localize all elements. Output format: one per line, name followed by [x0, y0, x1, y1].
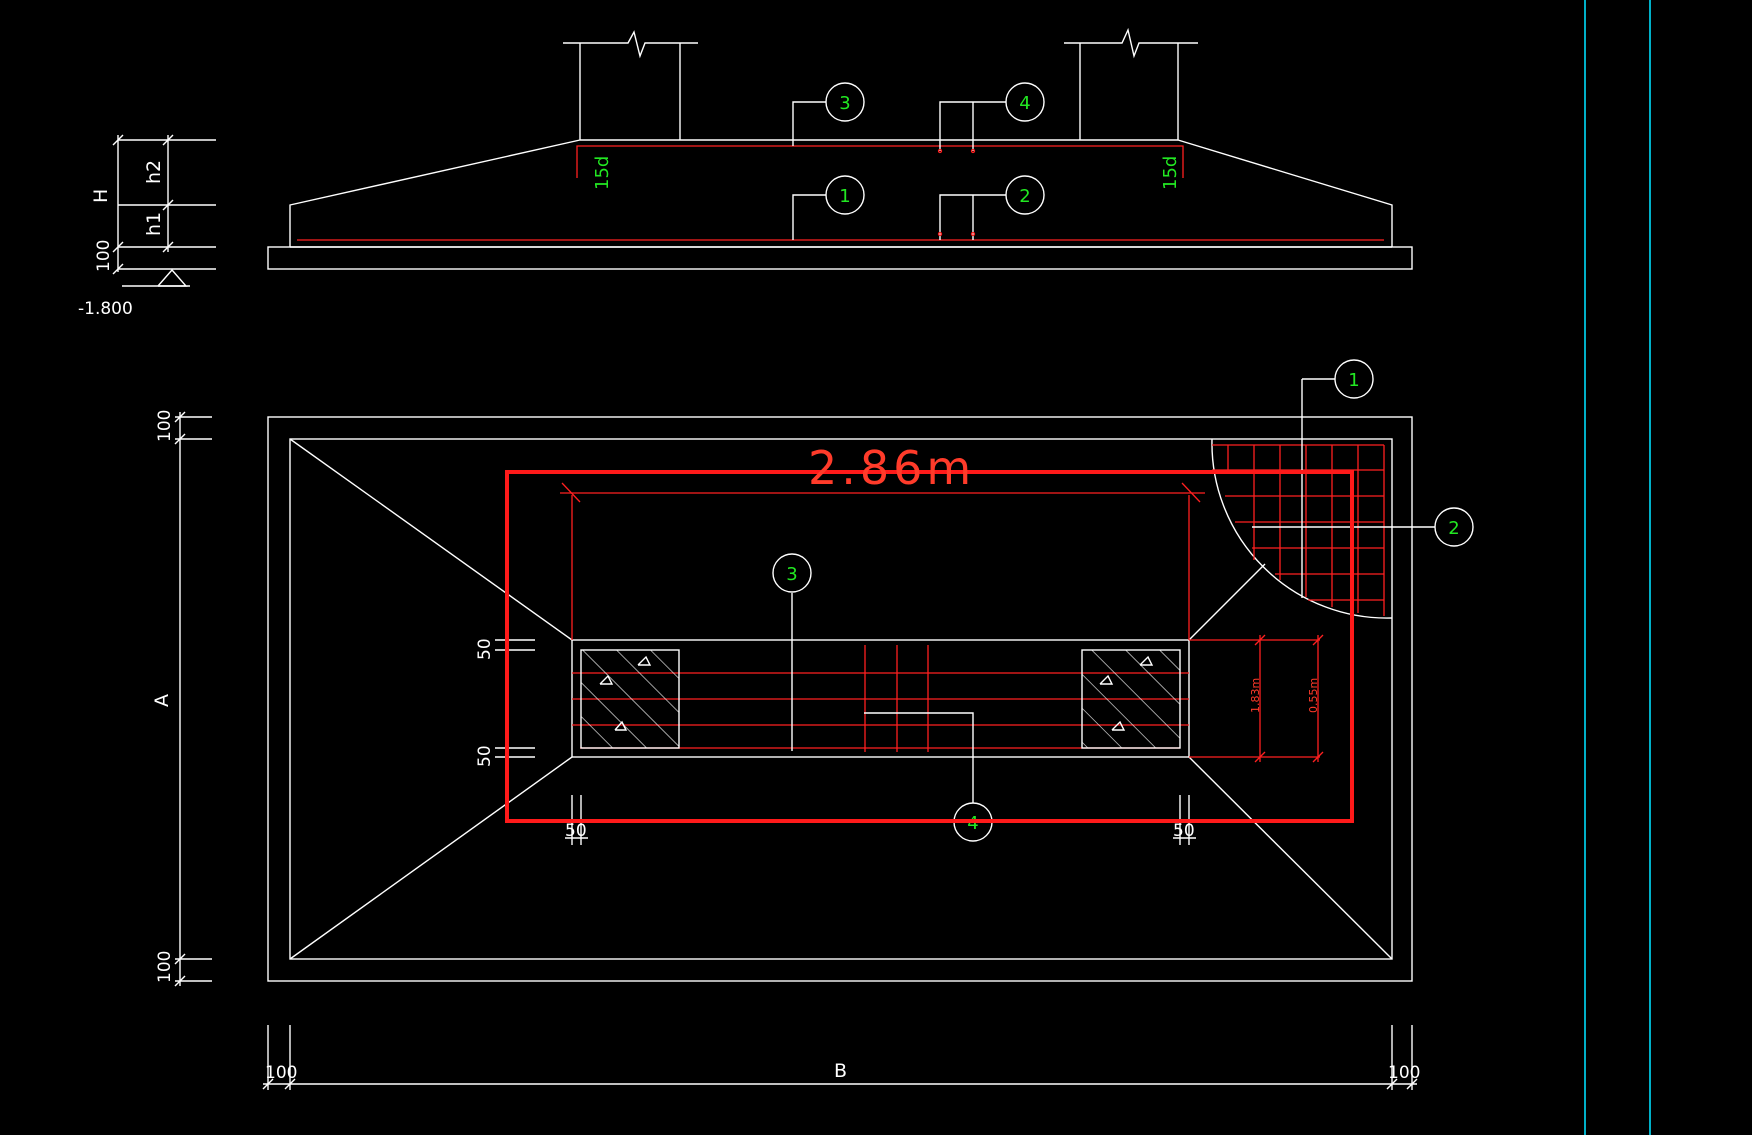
plan-marker-1: 1: [1334, 359, 1374, 399]
column-section-right: [1081, 649, 1181, 749]
pad-dim-label: 50: [565, 821, 587, 841]
svg-text:1: 1: [1348, 370, 1359, 391]
svg-text:2: 2: [1019, 186, 1030, 207]
dim-label-base: 100: [94, 240, 114, 272]
hook-length-label: 15d: [592, 156, 613, 190]
plan-dim-right: 100: [1388, 1063, 1420, 1083]
dim-label-h1: h1: [143, 212, 165, 236]
measurement-highlight-box[interactable]: [505, 470, 1354, 823]
side-dim-label: 1.83m: [1249, 678, 1262, 713]
plan-marker-2: 2: [1434, 507, 1474, 547]
footing-section-view: 15d 15d 3 4 1 2: [267, 27, 1413, 270]
hook-length-label: 15d: [1160, 156, 1181, 190]
plan-dim-B: B: [834, 1060, 847, 1082]
svg-text:2: 2: [1448, 518, 1459, 539]
pad-dim-label: 50: [475, 745, 495, 767]
plan-dim-bottom: 100: [155, 951, 175, 983]
svg-text:1: 1: [839, 186, 850, 207]
measurement-label: 2.86m: [808, 441, 975, 495]
dim-label-h2: h2: [143, 160, 165, 184]
svg-text:4: 4: [967, 813, 978, 834]
column-section-left: [580, 649, 680, 749]
pad-dim-label: 50: [1173, 821, 1195, 841]
rebar-marker-4: 4: [1005, 82, 1045, 122]
dim-label-H: H: [90, 189, 112, 203]
plan-dimensions: 100 A 100 100 B 100 50 50 50 50: [151, 410, 1420, 1090]
rebar-marker-3: 3: [825, 82, 865, 122]
side-dim-label: 0.55m: [1307, 678, 1320, 713]
rebar-marker-2: 2: [1005, 175, 1045, 215]
svg-text:4: 4: [1019, 93, 1030, 114]
svg-text:3: 3: [839, 93, 850, 114]
svg-text:3: 3: [786, 564, 797, 585]
plan-dim-A: A: [151, 694, 173, 707]
elevation-label: -1.800: [78, 299, 133, 319]
pad-dim-label: 50: [475, 638, 495, 660]
rebar-marker-1: 1: [825, 175, 865, 215]
section-height-dimensions: H h2 h1 100 -1.800: [78, 134, 216, 319]
plan-marker-3: 3: [772, 553, 812, 593]
footing-plan-view: 1.83m 0.55m 1 2 3 4: [267, 359, 1474, 982]
plan-dim-top: 100: [155, 410, 175, 442]
plan-dim-left: 100: [265, 1063, 297, 1083]
